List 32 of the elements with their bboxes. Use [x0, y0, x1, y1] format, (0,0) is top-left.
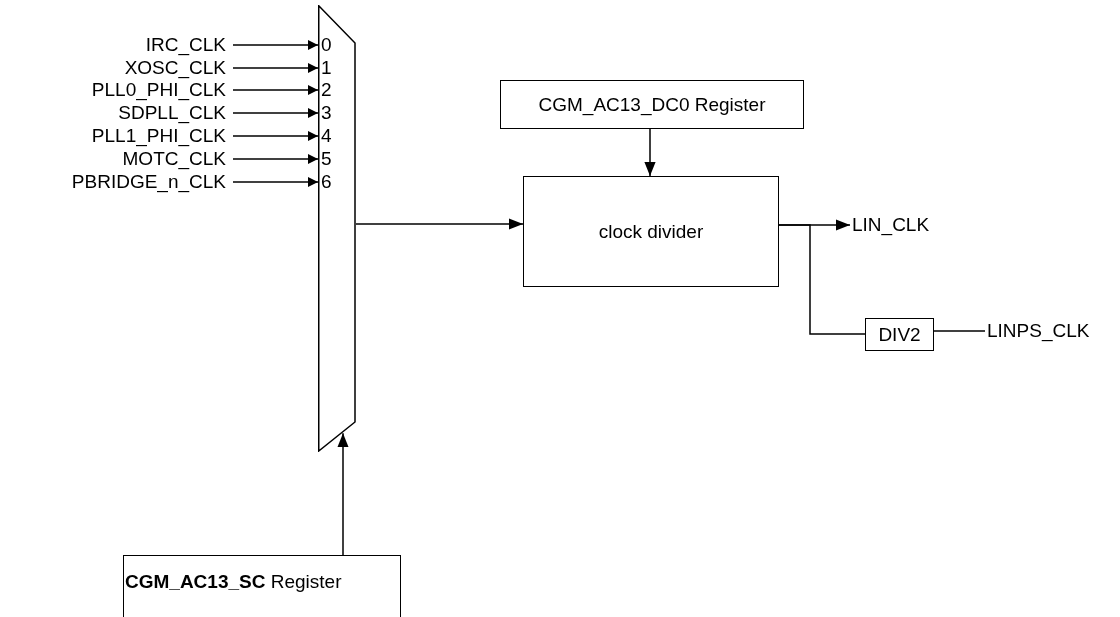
signal-label: PLL1_PHI_CLK [91, 125, 226, 147]
input-number: 3 [321, 103, 332, 122]
signal-label: PBRIDGE_n_CLK [71, 171, 226, 193]
input-number: 2 [321, 80, 332, 99]
register-box: CGM_AC13_DC0 Register [500, 80, 804, 129]
arrow [355, 218, 524, 230]
arrow [232, 108, 319, 118]
arrow [644, 128, 656, 177]
multiplexer [318, 5, 356, 452]
arrow [232, 85, 319, 95]
arrow [337, 432, 349, 556]
input-number: 0 [321, 35, 332, 54]
connector-line [933, 330, 986, 332]
arrow [232, 63, 319, 73]
signal-label: LIN_CLK [852, 214, 930, 236]
arrow [232, 154, 319, 164]
connector-line [778, 224, 866, 335]
register-box: CGM_AC13_SC Register [123, 555, 401, 617]
input-number: 1 [321, 58, 332, 77]
input-number: 4 [321, 126, 332, 145]
signal-label: PLL0_PHI_CLK [91, 79, 226, 101]
input-number: 5 [321, 149, 332, 168]
signal-label: MOTC_CLK [122, 148, 226, 170]
process-box: clock divider [523, 176, 779, 287]
signal-label: IRC_CLK [145, 34, 226, 56]
arrow [232, 131, 319, 141]
signal-label: LINPS_CLK [987, 320, 1090, 342]
signal-label: XOSC_CLK [124, 57, 226, 79]
signal-label: SDPLL_CLK [118, 102, 226, 124]
input-number: 6 [321, 172, 332, 191]
arrow [232, 40, 319, 50]
arrow [232, 177, 319, 187]
